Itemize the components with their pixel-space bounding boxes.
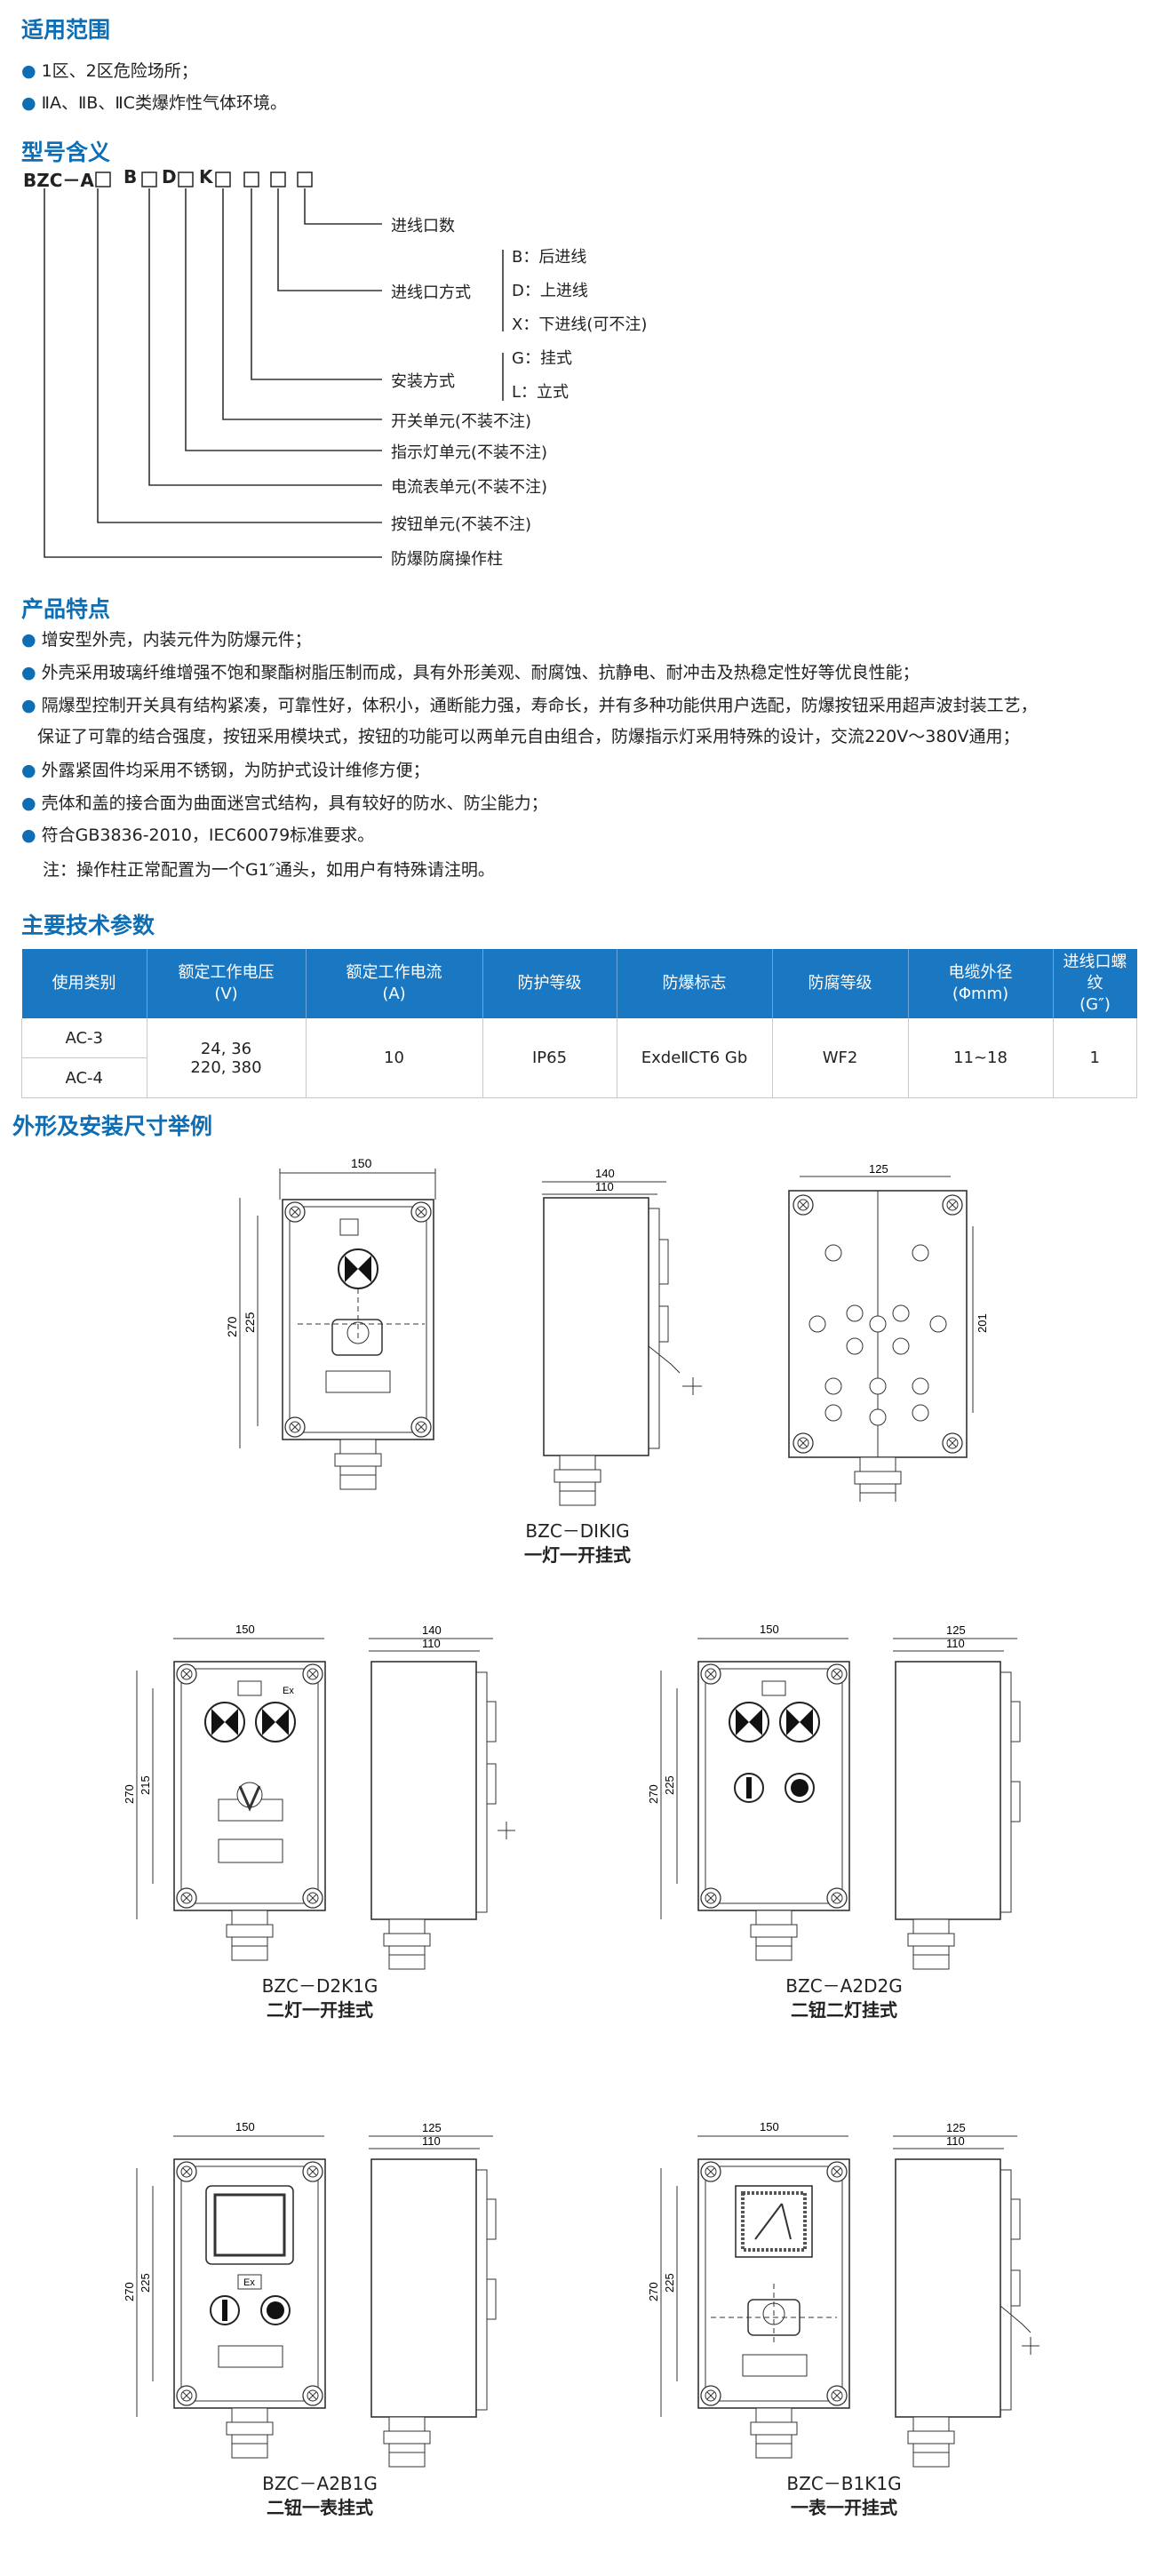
svg-text:150: 150	[235, 1623, 255, 1636]
svg-text:270: 270	[225, 1316, 239, 1337]
label-install: 安装方式	[391, 372, 455, 391]
svg-text:125: 125	[946, 1623, 966, 1637]
table-cell: WF2	[771, 1018, 909, 1098]
col-header: 防爆标志	[617, 949, 773, 1018]
label-inlet-mode: 进线口方式	[391, 283, 471, 302]
list-item-continued: 保证了可靠的结合强度，按钮采用模块式，按钮的功能可以两单元自由组合，防爆指示灯采…	[37, 727, 1020, 746]
svg-text:125: 125	[422, 2121, 442, 2134]
dimension-drawing-4: 150 270 225 Ex 125 110	[124, 2120, 497, 2468]
table-cell: ExdeⅡCT6 Gb	[616, 1018, 773, 1098]
spec-table: 使用类别 额定工作电压(V) 额定工作电流(A) 防护等级 防爆标志 防腐等级 …	[21, 949, 1137, 1098]
svg-text:270: 270	[124, 1784, 136, 1804]
svg-text:270: 270	[649, 1784, 660, 1804]
svg-text:201: 201	[976, 1313, 989, 1333]
section-title-applicable: 适用范围	[21, 17, 111, 43]
label-install-l: L：立式	[512, 383, 570, 402]
section-title-spec: 主要技术参数	[21, 913, 155, 938]
col-header: 进线口螺纹(G″)	[1053, 949, 1137, 1018]
svg-text:225: 225	[663, 2273, 676, 2293]
svg-text:140: 140	[595, 1167, 615, 1180]
model-code-prefix: BZC－A	[23, 170, 94, 191]
svg-text:Ex: Ex	[283, 1686, 294, 1696]
table-cell: AC-4	[21, 1057, 147, 1098]
svg-text:Ex: Ex	[243, 2277, 255, 2288]
dimension-drawing-2: 150 270 215 Ex 140 110	[124, 1623, 515, 1970]
label-inlet-b: B：后进线	[512, 248, 587, 267]
section-title-features: 产品特点	[21, 596, 111, 622]
label-lamp-unit: 指示灯单元(不装不注)	[391, 443, 548, 462]
svg-text:110: 110	[946, 2134, 965, 2148]
label-column: 防爆防腐操作柱	[391, 550, 503, 569]
label-inlet-count: 进线口数	[391, 217, 455, 235]
svg-text:270: 270	[124, 2282, 136, 2301]
svg-text:110: 110	[422, 2134, 441, 2148]
label-install-g: G：挂式	[512, 349, 572, 368]
svg-text:150: 150	[351, 1156, 372, 1170]
list-item: ●壳体和盖的接合面为曲面迷宫式结构，具有较好的防水、防尘能力；	[21, 794, 548, 813]
table-cell: 10	[305, 1018, 483, 1098]
svg-text:110: 110	[422, 1637, 441, 1650]
svg-text:215: 215	[139, 1775, 152, 1795]
svg-text:110: 110	[946, 1637, 965, 1650]
dimension-drawing-5: 150 270 225 125 110	[649, 2120, 1040, 2468]
section-title-dims: 外形及安装尺寸举例	[12, 1113, 213, 1139]
label-inlet-d: D：上进线	[512, 282, 588, 300]
dimension-drawing-3: 150 270 225 125 110	[649, 1623, 1021, 1970]
bullet-icon: ●	[21, 61, 36, 81]
col-header: 使用类别	[21, 949, 147, 1018]
svg-text:225: 225	[139, 2273, 152, 2293]
svg-text:140: 140	[422, 1623, 442, 1637]
dimension-drawing-1: 150 270 225 140 110	[225, 1156, 702, 1506]
col-header: 防护等级	[482, 949, 617, 1018]
model-code-k: K	[199, 166, 213, 187]
bullet-icon: ●	[21, 93, 36, 113]
list-item: ●外露紧固件均采用不锈钢，为防护式设计维修方便；	[21, 761, 430, 780]
col-header: 电缆外径(Φmm)	[908, 949, 1054, 1018]
col-header: 额定工作电压(V)	[147, 949, 307, 1018]
model-code-diagram: BZC－A B D K 进线口数 进线口方式 B：后进线 D：上进线 X：下进线…	[0, 164, 800, 573]
col-header: 防腐等级	[772, 949, 909, 1018]
list-item: ●1区、2区危险场所；	[21, 61, 198, 81]
svg-text:150: 150	[235, 2120, 255, 2133]
label-switch-unit: 开关单元(不装不注)	[391, 412, 532, 431]
svg-text:125: 125	[946, 2121, 966, 2134]
list-item: ●外壳采用玻璃纤维增强不饱和聚酯树脂压制而成，具有外形美观、耐腐蚀、抗静电、耐冲…	[21, 663, 920, 682]
svg-text:125: 125	[869, 1164, 888, 1176]
svg-text:150: 150	[760, 2120, 779, 2133]
section-title-model: 型号含义	[21, 140, 111, 165]
table-row: AC-4	[21, 1057, 1137, 1098]
table-header-row: 使用类别 额定工作电压(V) 额定工作电流(A) 防护等级 防爆标志 防腐等级 …	[21, 949, 1137, 1018]
svg-text:270: 270	[649, 2282, 660, 2301]
dimension-drawing-1-back: 125 201	[788, 1164, 989, 1502]
svg-text:225: 225	[243, 1312, 257, 1333]
label-inlet-x: X：下进线(可不注)	[512, 315, 648, 334]
table-cell: 11~18	[907, 1018, 1054, 1098]
list-item: ●增安型外壳，内装元件为防爆元件；	[21, 630, 312, 650]
label-button-unit: 按钮单元(不装不注)	[391, 515, 532, 534]
list-item: ●隔爆型控制开关具有结构紧凑，可靠性好，体积小，通断能力强，寿命长，并有多种功能…	[21, 696, 1038, 715]
svg-text:150: 150	[760, 1623, 779, 1636]
table-cell: 1	[1052, 1018, 1137, 1098]
table-cell: AC-3	[21, 1018, 147, 1058]
table-cell: IP65	[482, 1018, 617, 1098]
model-code-d: D	[162, 166, 177, 187]
svg-text:225: 225	[663, 1775, 676, 1795]
svg-text:110: 110	[595, 1180, 614, 1193]
list-item: ●符合GB3836-2010，IEC60079标准要求。	[21, 825, 375, 845]
label-meter-unit: 电流表单元(不装不注)	[391, 478, 548, 497]
model-code-lines	[44, 171, 504, 558]
model-code-b: B	[123, 166, 138, 187]
list-item: ●ⅡA、ⅡB、ⅡC类爆炸性气体环境。	[21, 93, 287, 113]
col-header: 额定工作电流(A)	[306, 949, 483, 1018]
feature-note: 注：操作柱正常配置为一个G1″通头，如用户有特殊请注明。	[43, 860, 495, 880]
